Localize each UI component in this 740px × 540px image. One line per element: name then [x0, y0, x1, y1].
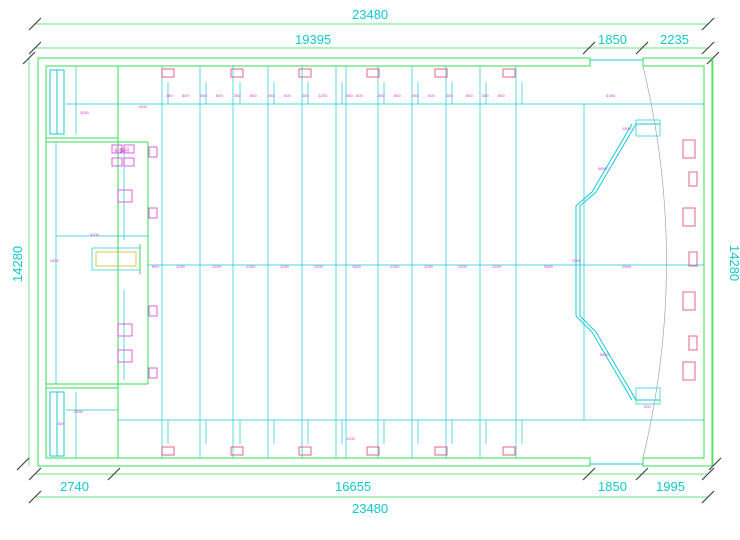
svg-text:1200: 1200 — [314, 264, 324, 269]
svg-text:1200: 1200 — [246, 264, 256, 269]
svg-text:800: 800 — [284, 93, 291, 98]
svg-text:380: 380 — [268, 93, 275, 98]
left-rooms — [46, 66, 149, 458]
dim-top-left: 19395 — [295, 32, 331, 47]
svg-text:1500: 1500 — [352, 264, 362, 269]
dim-top-right: 2235 — [660, 32, 689, 47]
svg-text:5800: 5800 — [598, 166, 608, 171]
dim-bottom-total: 23480 — [352, 501, 388, 516]
stage-area — [575, 65, 698, 459]
svg-text:380: 380 — [234, 93, 241, 98]
outer-walls — [37, 57, 713, 467]
dim-bottom-mid-left: 16655 — [335, 479, 371, 494]
dim-left-height: 14280 — [10, 246, 25, 282]
svg-text:2500: 2500 — [572, 258, 582, 263]
magenta-annotations: 380 800 380 800 380 800 380 800 380 1200… — [50, 93, 651, 441]
svg-text:3200: 3200 — [90, 232, 100, 237]
svg-text:800: 800 — [250, 93, 257, 98]
svg-text:800: 800 — [466, 93, 473, 98]
svg-text:5800: 5800 — [600, 352, 610, 357]
svg-text:800: 800 — [356, 93, 363, 98]
svg-text:2500: 2500 — [622, 264, 632, 269]
svg-text:380: 380 — [482, 93, 489, 98]
seating-rows — [118, 66, 704, 458]
svg-text:1490: 1490 — [138, 104, 148, 109]
svg-text:800: 800 — [182, 93, 189, 98]
svg-text:900: 900 — [644, 404, 651, 409]
svg-text:2280: 2280 — [74, 409, 84, 414]
svg-text:1200: 1200 — [424, 264, 434, 269]
svg-text:1200: 1200 — [390, 264, 400, 269]
dimension-labels: 23480 19395 1850 2235 2740 16655 1850 19… — [10, 7, 740, 516]
svg-text:380: 380 — [200, 93, 207, 98]
svg-text:800: 800 — [428, 93, 435, 98]
dim-bottom-right: 1995 — [656, 479, 685, 494]
svg-text:2090: 2090 — [80, 110, 90, 115]
svg-text:1200: 1200 — [280, 264, 290, 269]
svg-text:800: 800 — [58, 421, 65, 426]
dimension-lines — [16, 17, 722, 504]
svg-text:1200: 1200 — [458, 264, 468, 269]
svg-text:380: 380 — [346, 93, 353, 98]
svg-text:1200: 1200 — [492, 264, 502, 269]
svg-text:800: 800 — [394, 93, 401, 98]
svg-text:1200: 1200 — [212, 264, 222, 269]
svg-text:800: 800 — [216, 93, 223, 98]
svg-text:1200: 1200 — [318, 93, 328, 98]
svg-text:1500: 1500 — [622, 126, 632, 131]
svg-text:380: 380 — [302, 93, 309, 98]
svg-text:1200: 1200 — [176, 264, 186, 269]
dim-top-total: 23480 — [352, 7, 388, 22]
dim-right-height: 14280 — [727, 245, 740, 281]
dim-bottom-left: 2740 — [60, 479, 89, 494]
svg-text:2500: 2500 — [544, 264, 554, 269]
svg-text:380: 380 — [166, 93, 173, 98]
svg-text:380: 380 — [378, 93, 385, 98]
svg-text:4450: 4450 — [50, 258, 60, 263]
equipment-room-label: 设备间 — [114, 147, 129, 154]
svg-text:380: 380 — [446, 93, 453, 98]
svg-text:800: 800 — [498, 93, 505, 98]
svg-text:6180: 6180 — [606, 93, 616, 98]
wall-fixtures — [148, 68, 516, 456]
dim-top-mid: 1850 — [598, 32, 627, 47]
svg-text:600: 600 — [152, 264, 159, 269]
svg-text:1200: 1200 — [346, 436, 356, 441]
dim-bottom-mid: 1850 — [598, 479, 627, 494]
svg-text:380: 380 — [412, 93, 419, 98]
